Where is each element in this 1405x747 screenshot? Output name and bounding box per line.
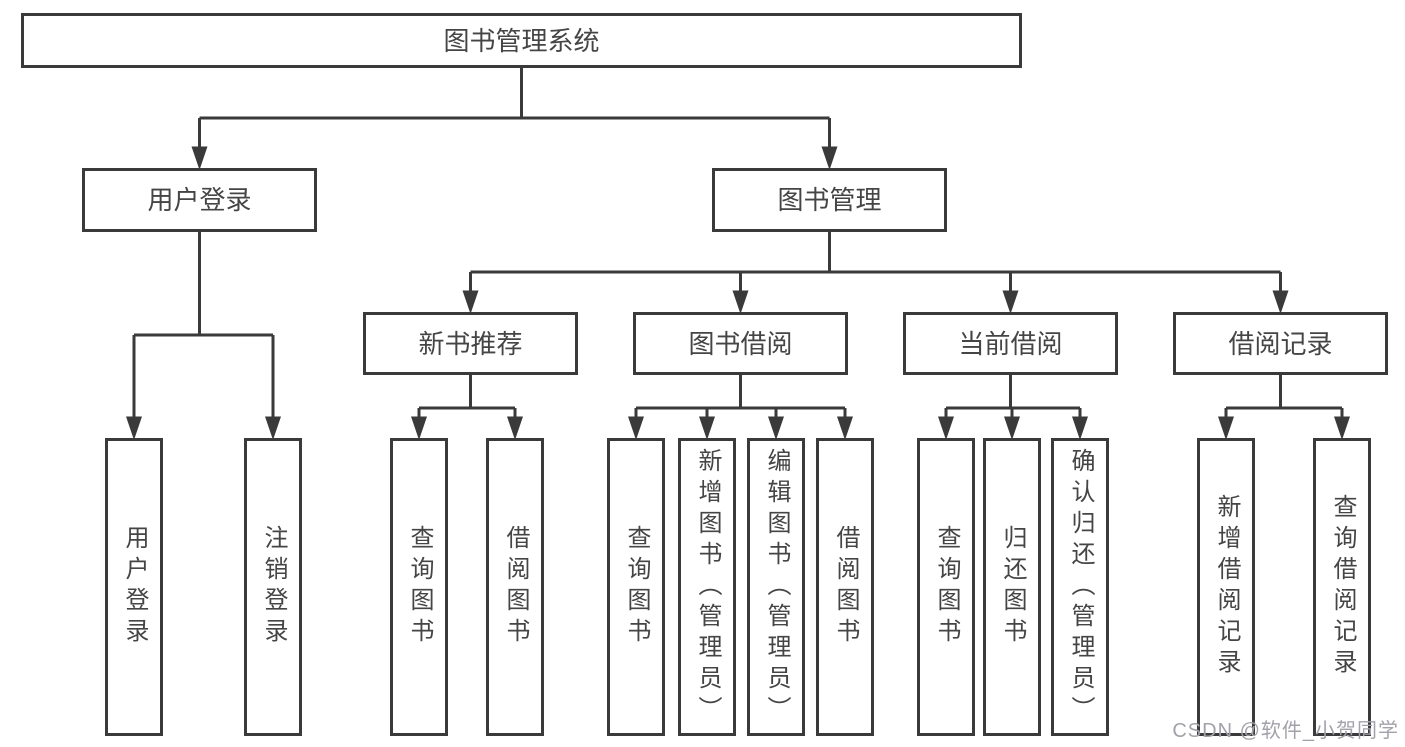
node-current-borrowing: 当前借阅: [903, 312, 1118, 375]
node-label: 编辑图书（管理员）: [763, 447, 790, 727]
leaf-query-books-2: 查询图书: [607, 438, 665, 736]
leaf-add-book-admin: 新增图书（管理员）: [678, 438, 736, 736]
leaf-borrow-books-2: 借阅图书: [816, 438, 874, 736]
node-label: 借阅图书: [832, 525, 859, 649]
leaf-query-books-3: 查询图书: [917, 438, 975, 736]
leaf-query-borrow-record: 查询借阅记录: [1313, 438, 1371, 736]
leaf-borrow-books-1: 借阅图书: [486, 438, 544, 736]
leaf-query-books-1: 查询图书: [390, 438, 448, 736]
leaf-confirm-return-admin: 确认归还（管理员）: [1051, 438, 1109, 736]
node-user-login: 用户登录: [82, 168, 317, 232]
node-new-book-recommend: 新书推荐: [363, 312, 578, 375]
node-label: 新增借阅记录: [1213, 494, 1240, 680]
node-book-borrowing: 图书借阅: [633, 312, 848, 375]
leaf-edit-book-admin: 编辑图书（管理员）: [747, 438, 805, 736]
node-label: 归还图书: [999, 525, 1026, 649]
node-label: 注销登录: [260, 525, 287, 649]
node-book-management: 图书管理: [712, 168, 947, 232]
leaf-user-login: 用户登录: [105, 438, 163, 736]
watermark: CSDN @软件_小贺同学: [1172, 720, 1399, 742]
leaf-return-book: 归还图书: [983, 438, 1041, 736]
node-label: 借阅图书: [502, 525, 529, 649]
node-label: 查询图书: [623, 525, 650, 649]
node-label: 确认归还（管理员）: [1067, 447, 1094, 727]
node-label: 用户登录: [121, 525, 148, 649]
leaf-logout: 注销登录: [244, 438, 302, 736]
node-label: 新增图书（管理员）: [694, 447, 721, 727]
node-library-management-system: 图书管理系统: [21, 13, 1022, 68]
node-label: 查询图书: [406, 525, 433, 649]
node-label: 查询图书: [933, 525, 960, 649]
node-borrowing-records: 借阅记录: [1173, 312, 1388, 375]
node-label: 查询借阅记录: [1329, 494, 1356, 680]
leaf-add-borrow-record: 新增借阅记录: [1197, 438, 1255, 736]
